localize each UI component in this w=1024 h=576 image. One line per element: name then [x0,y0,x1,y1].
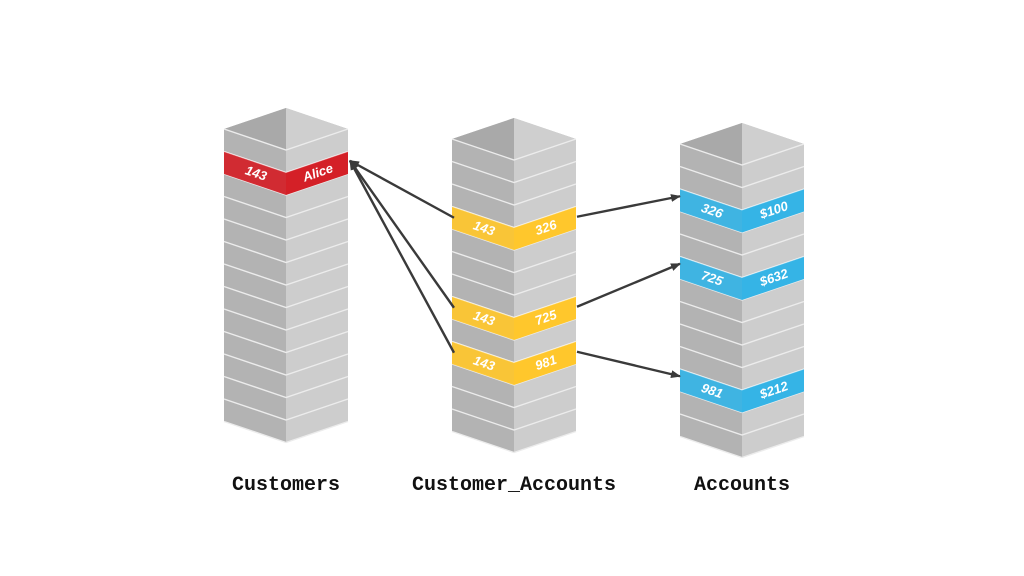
record-band: 143 981 [451,341,577,385]
customer-accounts-stack: 143 326 143 725 143 981 [451,118,577,454]
customers-label: Customers [232,474,340,497]
accounts-label: Accounts [694,474,790,497]
connector-arrow [576,194,681,218]
record-key: 143 [471,217,497,238]
record-value: 326 [533,217,559,238]
record-value: 725 [533,307,559,328]
record-key: 143 [471,307,497,328]
record-band: 725$632 [679,256,805,300]
connector-arrow [348,159,456,354]
connector-arrow [349,159,455,219]
record-band: 143 326 [451,206,577,250]
record-key: 981 [699,380,724,401]
connectors [348,159,681,379]
record-value: 981 [533,352,558,373]
connector-arrow [576,262,681,308]
record-band: 326$100 [679,188,805,233]
customer-accounts-label: Customer_Accounts [412,474,616,497]
record-key: 143 [471,352,497,373]
connector-arrow [576,350,681,379]
connector-arrow [349,159,455,309]
record-key: 725 [699,267,725,288]
record-key: 326 [699,200,725,221]
record-band: 143 725 [451,296,577,340]
record-key: 143 [243,162,269,183]
